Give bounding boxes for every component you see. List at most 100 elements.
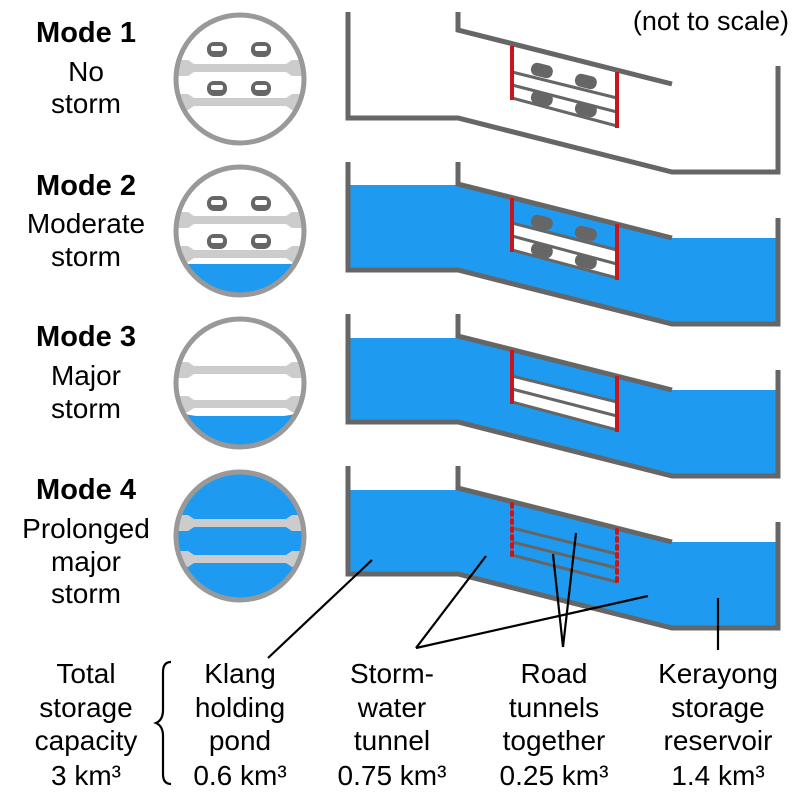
cross-section-mode-3 <box>173 316 307 450</box>
mode-3-label: Mode 3 Major storm <box>36 321 136 424</box>
upper-road-deck <box>176 212 304 228</box>
leader-road-tunnel-b <box>551 553 565 648</box>
road-deck-top <box>511 70 618 100</box>
road-deck-top <box>511 374 618 404</box>
total-value: 3 km³ <box>51 760 121 791</box>
car-icon <box>207 81 227 96</box>
kerayong-value: 1.4 km³ <box>671 760 764 791</box>
tunnel-roof <box>455 314 673 393</box>
car-icon <box>530 242 553 259</box>
tunnel-ring <box>173 164 307 298</box>
water-fill <box>348 488 778 628</box>
road-line-1: Road <box>521 658 588 689</box>
cross-section-mode-2 <box>173 164 307 298</box>
mode-4-label: Mode 4 Prolonged major storm <box>22 474 150 609</box>
mode-3-title: Mode 3 <box>36 321 136 353</box>
mode-4-line-1: Prolonged <box>22 513 150 544</box>
leader-lines <box>267 532 720 659</box>
lower-road-deck <box>176 94 304 110</box>
klang-line-1: Klang <box>204 658 276 689</box>
kerayong-line-2: storage <box>671 692 764 723</box>
road-deck-bottom <box>511 553 618 584</box>
car-icon <box>530 214 553 231</box>
footer-road-tunnels: Road tunnels together 0.25 km³ <box>500 658 609 791</box>
car-icon <box>251 234 271 249</box>
total-line-3: capacity <box>35 725 138 756</box>
water-fill <box>176 472 304 600</box>
mode-1-label: Mode 1 No storm <box>36 17 136 119</box>
storage-floor <box>345 466 781 631</box>
road-deck-middle <box>511 387 618 418</box>
car-icon <box>207 196 227 211</box>
car-icon <box>207 42 227 57</box>
storage-floor <box>345 314 781 479</box>
mode-2-label: Mode 2 Moderate storm <box>27 170 145 272</box>
road-deck-bottom <box>511 248 618 280</box>
car-icon <box>251 196 271 211</box>
scale-note: (not to scale) <box>633 6 789 36</box>
car-icon <box>574 253 597 270</box>
road-line-3: together <box>503 725 606 756</box>
lower-road-deck <box>176 551 304 567</box>
profile-mode-3 <box>345 314 781 479</box>
profile-mode-2 <box>345 162 781 327</box>
road-value: 0.25 km³ <box>500 760 609 791</box>
curly-brace <box>153 660 172 786</box>
profile-mode-4 <box>345 466 781 631</box>
car-icon <box>530 90 553 107</box>
road-deck-middle <box>511 83 618 114</box>
car-icon <box>530 62 553 79</box>
car-icon <box>207 234 227 249</box>
car-icon <box>251 81 271 96</box>
footer-stormwater-tunnel: Storm- water tunnel 0.75 km³ <box>338 658 447 791</box>
klang-value: 0.6 km³ <box>193 760 286 791</box>
car-icon <box>574 73 597 90</box>
leader-stormwater-tunnel-b <box>415 594 649 650</box>
mode-1-title: Mode 1 <box>36 17 136 49</box>
klang-line-3: pond <box>209 725 271 756</box>
storage-floor <box>345 162 781 327</box>
mode-3-line-2: storm <box>51 393 121 424</box>
road-line-2: tunnels <box>509 692 599 723</box>
mode-3-line-1: Major <box>51 360 121 391</box>
leader-klang-pond <box>267 559 373 659</box>
car-icon <box>251 42 271 57</box>
mode-4-title: Mode 4 <box>36 474 136 506</box>
tunnel-ring <box>173 469 307 603</box>
mode-4-line-3: storm <box>51 578 121 609</box>
car-icon <box>574 225 597 242</box>
total-line-1: Total <box>56 658 115 689</box>
road-deck-middle <box>511 540 618 570</box>
car-icon <box>574 101 597 118</box>
upper-road-deck <box>176 362 304 378</box>
road-deck-bottom <box>511 96 618 128</box>
tunnel-ring <box>173 316 307 450</box>
klang-line-2: holding <box>195 692 285 723</box>
footer-total-capacity: Total storage capacity 3 km³ <box>35 658 138 791</box>
mode-2-line-2: storm <box>51 241 121 272</box>
road-deck-top <box>511 526 618 556</box>
total-line-2: storage <box>39 692 132 723</box>
mode-2-line-1: Moderate <box>27 208 145 239</box>
profile-mode-1 <box>345 12 781 175</box>
tunnel-roof <box>455 12 673 87</box>
lower-road-deck <box>176 396 304 412</box>
stormwater-line-3: tunnel <box>354 725 430 756</box>
upper-road-deck <box>176 515 304 531</box>
kerayong-line-3: reservoir <box>664 725 773 756</box>
road-deck-bottom <box>511 400 618 432</box>
tunnel-roof <box>455 162 673 241</box>
cross-section-mode-4 <box>173 469 307 603</box>
road-deck-middle <box>511 234 618 266</box>
mode-1-line-1: No <box>68 56 104 87</box>
upper-road-deck <box>176 60 304 76</box>
stormwater-line-2: water <box>357 692 426 723</box>
tunnel-roof <box>455 466 673 545</box>
storage-floor <box>345 12 781 175</box>
mode-1-line-2: storm <box>51 88 121 119</box>
kerayong-line-1: Kerayong <box>658 658 778 689</box>
mode-2-title: Mode 2 <box>36 170 136 202</box>
stormwater-value: 0.75 km³ <box>338 760 447 791</box>
road-deck-top <box>511 221 618 252</box>
